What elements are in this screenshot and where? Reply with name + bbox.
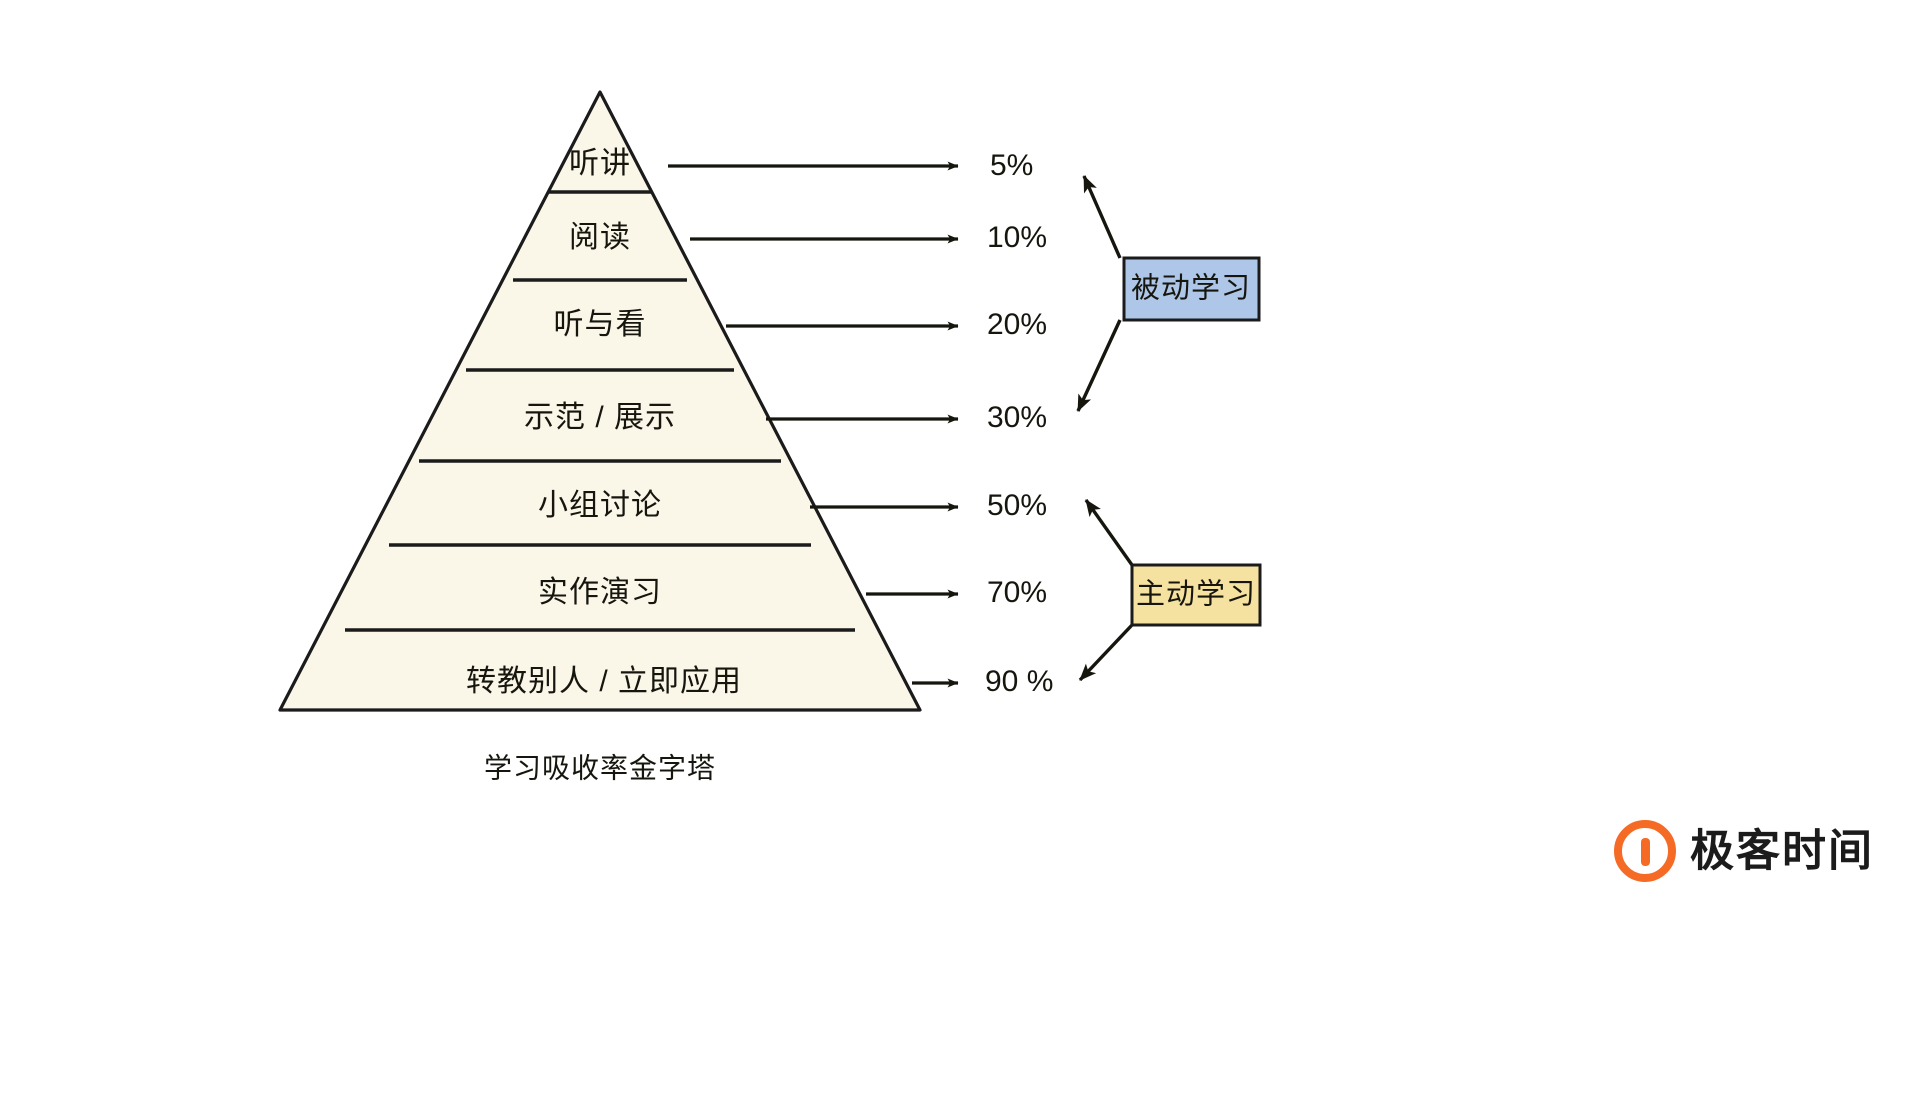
active-box-label: 主动学习 [1136, 578, 1256, 611]
active-group-arrows [1078, 499, 1134, 682]
geekbang-mark-icon [1614, 820, 1676, 882]
pyramid-level-label-2: 阅读 [569, 221, 631, 254]
logo-bar-icon [1641, 838, 1650, 866]
logo-ring-icon [1614, 820, 1676, 882]
pyramid-level-label-5: 小组讨论 [538, 489, 662, 522]
passive-box-label: 被动学习 [1131, 272, 1251, 305]
pyramid-shape [278, 90, 922, 712]
percent-label-7: 90 % [985, 665, 1053, 698]
group-box-passive[interactable]: 被动学习 [1122, 256, 1261, 322]
passive-arrow-up [1082, 175, 1122, 259]
percent-connector-arrows [668, 161, 959, 688]
pyramid-level-label-6: 实作演习 [538, 576, 662, 609]
brand-name: 极客时间 [1690, 827, 1874, 876]
passive-group-arrows [1076, 175, 1122, 412]
percent-label-1: 5% [990, 149, 1033, 182]
passive-arrow-down [1076, 319, 1122, 412]
percent-label-2: 10% [987, 221, 1047, 254]
percent-label-5: 50% [987, 489, 1047, 522]
figure-caption: 学习吸收率金字塔 [484, 752, 716, 783]
active-arrow-down [1078, 623, 1134, 682]
active-box-rect[interactable] [1130, 563, 1262, 627]
percent-label-3: 20% [987, 308, 1047, 341]
group-box-active[interactable]: 主动学习 [1130, 563, 1262, 627]
pyramid-level-label-4: 示范 / 展示 [524, 401, 676, 434]
percent-label-6: 70% [987, 576, 1047, 609]
passive-box-rect[interactable] [1122, 256, 1261, 322]
brand-watermark: 极客时间 [1614, 820, 1874, 882]
percent-label-4: 30% [987, 401, 1047, 434]
pyramid-outline [278, 90, 922, 712]
active-arrow-up [1084, 499, 1134, 566]
pyramid-level-label-1: 听讲 [569, 147, 631, 180]
pyramid-level-label-7: 转教别人 / 立即应用 [466, 665, 742, 698]
pyramid-level-label-3: 听与看 [554, 308, 647, 341]
